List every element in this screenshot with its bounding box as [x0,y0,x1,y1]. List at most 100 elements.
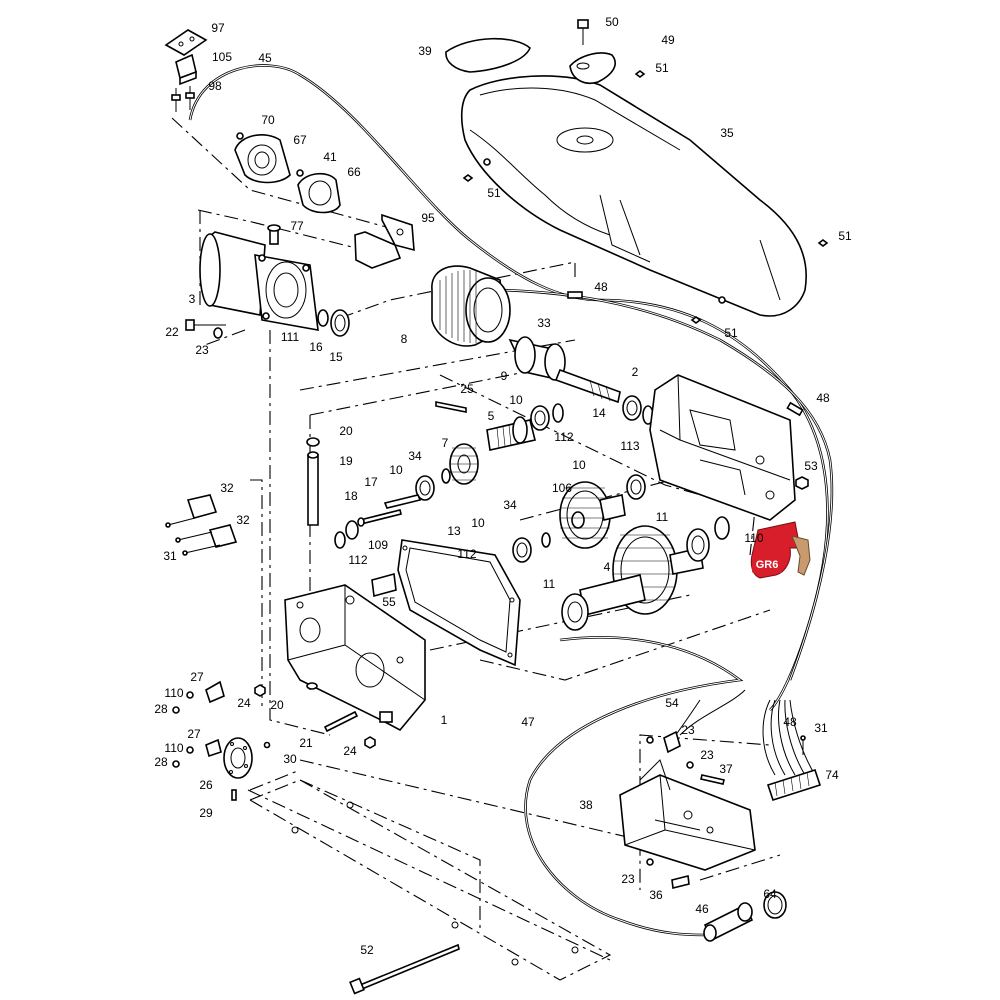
callout-10: 10 [572,458,586,472]
callout-34: 34 [408,449,422,463]
callout-17: 17 [364,475,378,489]
bearing-15 [330,309,350,337]
screws-23 [646,736,694,866]
washers-110-28 [172,691,194,768]
callout-105: 105 [212,50,232,64]
callout-48: 48 [594,280,608,294]
callout-31: 31 [163,549,177,563]
shaft-17 [383,494,422,509]
callout-110: 110 [744,531,763,545]
pin-18 [357,509,402,527]
callout-112: 112 [554,430,573,444]
callout-3: 3 [189,292,196,306]
callout-23: 23 [681,723,695,737]
gr6-highlight-group[interactable]: GR6 [750,521,811,579]
callout-labels: 9710598457067416695773222311116153950495… [154,15,852,957]
bearing-11b [561,593,589,631]
callout-27: 27 [190,670,204,684]
gr6-label: GR6 [756,559,779,571]
mounting-rail [248,769,612,981]
callout-110: 110 [164,686,183,700]
gear-housing-2 [649,374,796,521]
callout-28: 28 [154,755,168,769]
callout-51: 51 [724,326,738,340]
label-55 [371,572,397,598]
callout-111: 111 [281,330,300,344]
callout-106: 106 [552,481,572,495]
callout-2: 2 [632,365,639,379]
callout-21: 21 [299,736,313,750]
callout-10: 10 [509,393,523,407]
callout-77: 77 [290,219,304,233]
callout-7: 7 [442,436,449,450]
clip-20a [306,437,320,447]
encoder-disc-26 [223,737,253,779]
limit-switch-bracket-97 [164,29,208,56]
shaft-19 [307,451,319,526]
clip-64 [763,891,787,919]
base-housing-1 [284,584,426,732]
callout-109: 109 [368,538,388,552]
callout-22: 22 [165,325,179,339]
rotor-9 [508,336,621,404]
ring-112a [552,403,564,423]
gear-7 [449,443,479,485]
brake-disc-66 [296,169,341,214]
rings-109-112c [334,520,359,549]
callout-36: 36 [649,888,663,902]
callout-55: 55 [382,595,396,609]
screws-98 [171,86,195,112]
gasket-13 [397,539,521,667]
washer-23a [213,327,223,339]
callout-51: 51 [487,186,501,200]
callout-95: 95 [421,211,435,225]
output-gear-4 [579,525,704,616]
ring-110a [714,516,730,540]
screws-51 [462,70,829,324]
bolt-36 [671,875,690,889]
screw-50 [577,19,589,45]
callout-13: 13 [447,524,461,538]
callout-48: 48 [816,391,830,405]
callout-51: 51 [655,61,669,75]
callout-33: 33 [537,316,551,330]
callout-50: 50 [605,15,619,29]
callout-37: 37 [719,762,733,776]
terminal-block-74 [766,768,822,802]
callout-1: 1 [441,713,448,727]
callout-53: 53 [804,459,818,473]
callout-113: 113 [620,439,639,453]
top-cover-35 [460,75,807,317]
bolt-37 [700,774,725,785]
brake-cover-67 [234,132,291,184]
control-plate-38 [619,759,756,871]
callout-4: 4 [604,560,611,574]
cam-27b [205,738,222,758]
cables [188,64,834,937]
bearing-10c [415,475,435,501]
connector-54 [663,730,681,754]
callout-38: 38 [579,798,593,812]
handle-49 [569,52,616,84]
callout-23: 23 [621,872,635,886]
callout-23: 23 [700,748,714,762]
callout-74: 74 [825,768,839,782]
callout-10: 10 [471,516,485,530]
callout-27: 27 [187,727,201,741]
callout-39: 39 [418,44,432,58]
callout-47: 47 [521,715,535,729]
knob-cap-39 [445,37,531,73]
callout-35: 35 [720,126,734,140]
motor-3 [199,231,319,331]
callout-5: 5 [488,409,495,423]
callout-26: 26 [199,778,213,792]
stator-8 [431,265,511,347]
pin-77 [267,224,281,245]
callout-30: 30 [283,752,297,766]
callout-29: 29 [199,806,213,820]
bracket-95 [354,213,415,269]
callout-64: 64 [763,887,777,901]
callout-41: 41 [323,150,337,164]
callout-10: 10 [389,463,403,477]
